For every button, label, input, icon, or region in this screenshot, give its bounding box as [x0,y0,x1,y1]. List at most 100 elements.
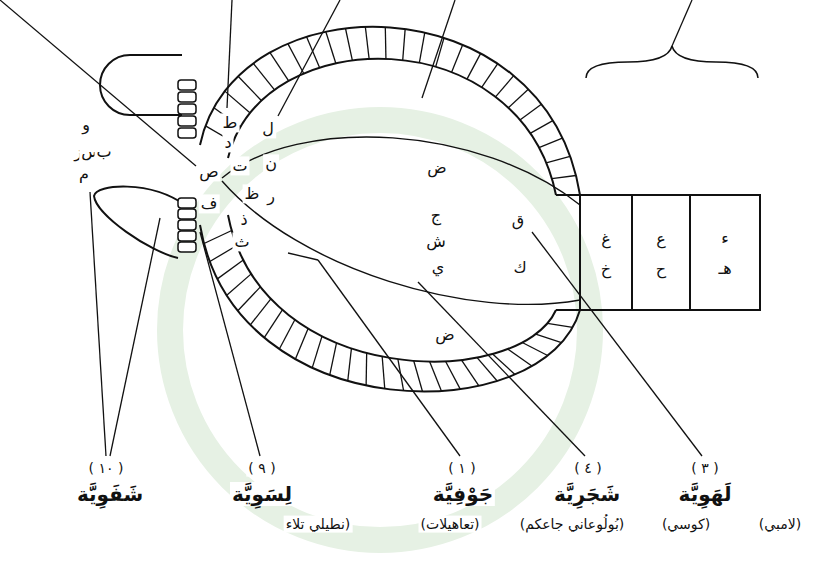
throat-divider [631,195,633,310]
letter-label: ي [430,257,447,276]
letter-label: ص [197,162,220,181]
leader-line [278,0,340,116]
letter-label: ر [265,186,277,205]
tooth [430,361,442,390]
front-tooth [178,80,196,90]
callout-number: ( ٩ ) [246,460,277,477]
letter-label: ش [424,232,448,251]
tooth [508,349,532,366]
throat-box [580,195,760,310]
letter-label: ث [232,232,251,251]
tooth [547,323,572,327]
tooth [238,287,261,311]
tongue-upper [222,137,580,205]
tooth [446,361,461,389]
tooth [482,64,498,88]
tooth [204,230,232,243]
lower-jaw [200,225,580,391]
letter-label: ت [230,156,249,175]
leader-line [318,260,460,456]
letter-label: ل [260,119,276,138]
tooth [288,44,304,74]
tooth [348,348,352,380]
front-tooth [178,198,196,208]
front-tooth [178,242,196,252]
letter-label: ك [511,258,528,277]
tooth [496,76,514,97]
tooth [539,138,562,148]
front-tooth [178,116,196,126]
callout-number: ( ٣ ) [689,460,720,477]
tooth [403,29,405,60]
letter-label: و [80,115,92,134]
category-name: لَهَوِيَّة [677,482,734,506]
letter-label: هـ [716,259,733,278]
letter-label: د [222,133,233,152]
tooth [227,274,251,295]
lower-jaw-inner [228,215,556,362]
letter-label: ض [433,325,456,344]
upper-lip [100,55,182,115]
tooth [345,29,352,61]
jaw-end [556,309,580,311]
letter-label: ن [263,154,279,173]
tooth [253,63,274,90]
tooth [225,91,250,113]
tooth [330,343,337,375]
leader-line [532,232,702,456]
letter-label: ح [654,259,668,278]
leader-line [672,0,692,46]
leader-tick [288,253,318,260]
tooth [238,76,261,100]
mnemonic-note: (لامبي) [757,516,803,533]
category-name: جَوْفِيَّة [431,482,495,506]
leader-line [418,282,585,456]
tooth [552,175,576,178]
tooth [520,104,541,120]
callout-number: ( ٤ ) [572,460,603,477]
tooth [312,336,322,368]
front-tooth [178,231,196,241]
tooth [279,320,294,349]
tooth [419,33,424,63]
front-tooth [178,220,196,230]
letter-label: ظ [243,184,262,203]
letter-label: ع [654,229,668,248]
tooth [217,260,243,279]
leader-line [200,232,260,456]
category-name: لِسَوِيَّة [230,482,294,506]
front-tooth [178,92,196,102]
tooth [536,334,562,343]
tooth [365,27,369,59]
letter-label: ذ [238,210,249,229]
category-name: شَفَوِيَّة [75,482,145,506]
leader-line [0,0,196,166]
leader-line [227,0,232,108]
letter-label: خ [599,259,613,278]
front-tooth [178,128,196,138]
watermark [170,120,590,540]
tooth [250,299,271,325]
leader-line [422,0,455,98]
tooth [452,45,463,73]
letter-label: ق [510,211,526,230]
tooth [270,53,289,81]
front-tooth [178,104,196,114]
front-tooth [178,209,196,219]
tongue-lower [222,181,580,304]
letter-label: ج [429,206,443,225]
tooth [264,310,282,338]
tooth [546,156,570,162]
throat-divider [689,195,691,310]
letter-label: ط [221,113,240,132]
tooth [385,27,387,59]
tooth [467,53,481,79]
lower-lip [94,187,185,258]
tooth [461,360,479,386]
tooth [414,361,423,392]
tooth [508,89,528,108]
letter-label: ض [425,158,448,177]
letter-label: غ [599,229,613,248]
